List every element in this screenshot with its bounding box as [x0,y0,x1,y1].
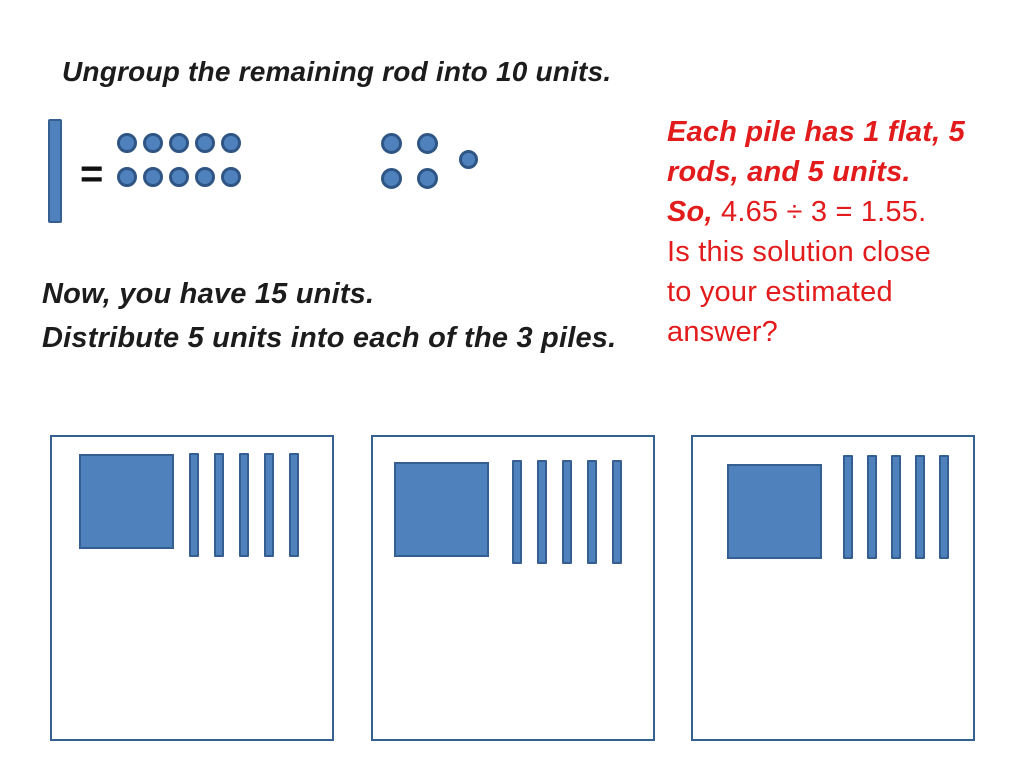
rod-block [867,455,877,559]
rod-block [239,453,249,557]
rod-block [536,460,547,564]
instruction-text: Now, you have 15 units. Distribute 5 uni… [42,272,616,360]
unit-dot [117,133,137,153]
equals-sign: = [80,152,104,196]
rod-block [611,460,622,564]
pile-box [50,435,334,741]
answer-note-line-1: Each pile has 1 flat, 5 [667,116,965,148]
rod-block [214,453,224,557]
rod-block [843,455,853,559]
unit-dot [195,133,215,153]
units-group-1 [117,133,241,187]
rod-block [561,460,572,564]
unit-dot [117,167,137,187]
unit-dot [459,150,478,169]
rod-block [264,453,274,557]
unit-dot [417,133,438,154]
answer-note-line-3: So, 4.65 ÷ 3 = 1.55. [667,192,987,232]
answer-note-line-6: answer? [667,316,779,348]
rod-block [289,453,299,557]
answer-note-line-5: to your estimated [667,276,893,308]
answer-note-equation: 4.65 ÷ 3 = 1.55. [720,196,927,228]
rod-block [48,119,62,223]
unit-dot [221,133,241,153]
unit-dot [143,133,163,153]
rod-block [915,455,925,559]
rod-group [843,455,949,559]
answer-note: Each pile has 1 flat, 5 rods, and 5 unit… [667,112,987,352]
flat-block [727,464,822,559]
rod-block [511,460,522,564]
rod-block [189,453,199,557]
rod-group [511,460,622,564]
pile-box [370,435,655,741]
unit-dot [143,167,163,187]
answer-note-so: So, [667,196,713,228]
flat-block [79,454,174,549]
piles-row [50,435,975,741]
instruction-line-1: Now, you have 15 units. [42,278,375,310]
unit-dot [381,168,402,189]
unit-dot [221,167,241,187]
slide-title: Ungroup the remaining rod into 10 units. [62,56,612,87]
instruction-line-2: Distribute 5 units into each of the 3 pi… [42,322,617,354]
rod-block [586,460,597,564]
rod-block [891,455,901,559]
pile-box [691,435,975,741]
flat-block [393,462,489,557]
rod-block [939,455,949,559]
answer-note-line-4: Is this solution close [667,236,931,268]
unit-dot [195,167,215,187]
units-group-2 [381,133,438,189]
rod-group [189,453,299,557]
answer-note-line-2: rods, and 5 units. [667,156,911,188]
unit-dot [381,133,402,154]
unit-dot [417,168,438,189]
unit-dot [169,133,189,153]
unit-dot [169,167,189,187]
